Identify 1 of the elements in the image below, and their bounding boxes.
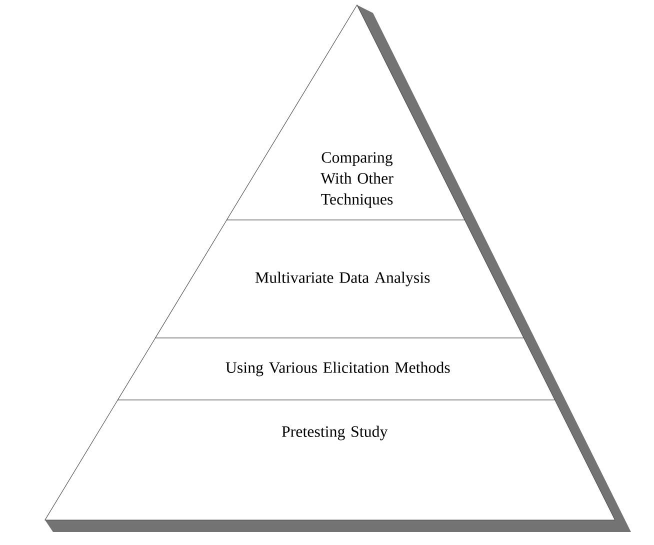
pyramid-layer: Using Various Elicitation Methods	[117, 338, 556, 400]
